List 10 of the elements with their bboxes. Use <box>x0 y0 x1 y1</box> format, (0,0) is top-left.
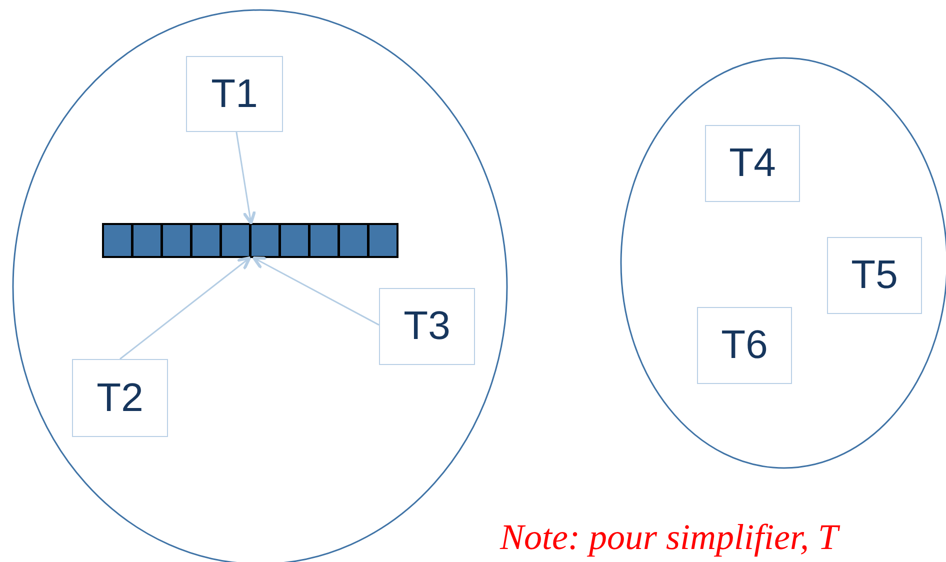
task-box: T6 <box>697 307 792 384</box>
arrow <box>120 256 251 360</box>
task-box: T2 <box>72 359 168 437</box>
task-box: T3 <box>379 288 475 365</box>
task-box: T1 <box>186 56 283 132</box>
arrow <box>236 132 256 224</box>
task-box: T5 <box>827 237 922 314</box>
note-text: Note: pour simplifier, T <box>500 516 838 558</box>
arrow <box>252 256 380 326</box>
task-box: T4 <box>705 125 800 202</box>
